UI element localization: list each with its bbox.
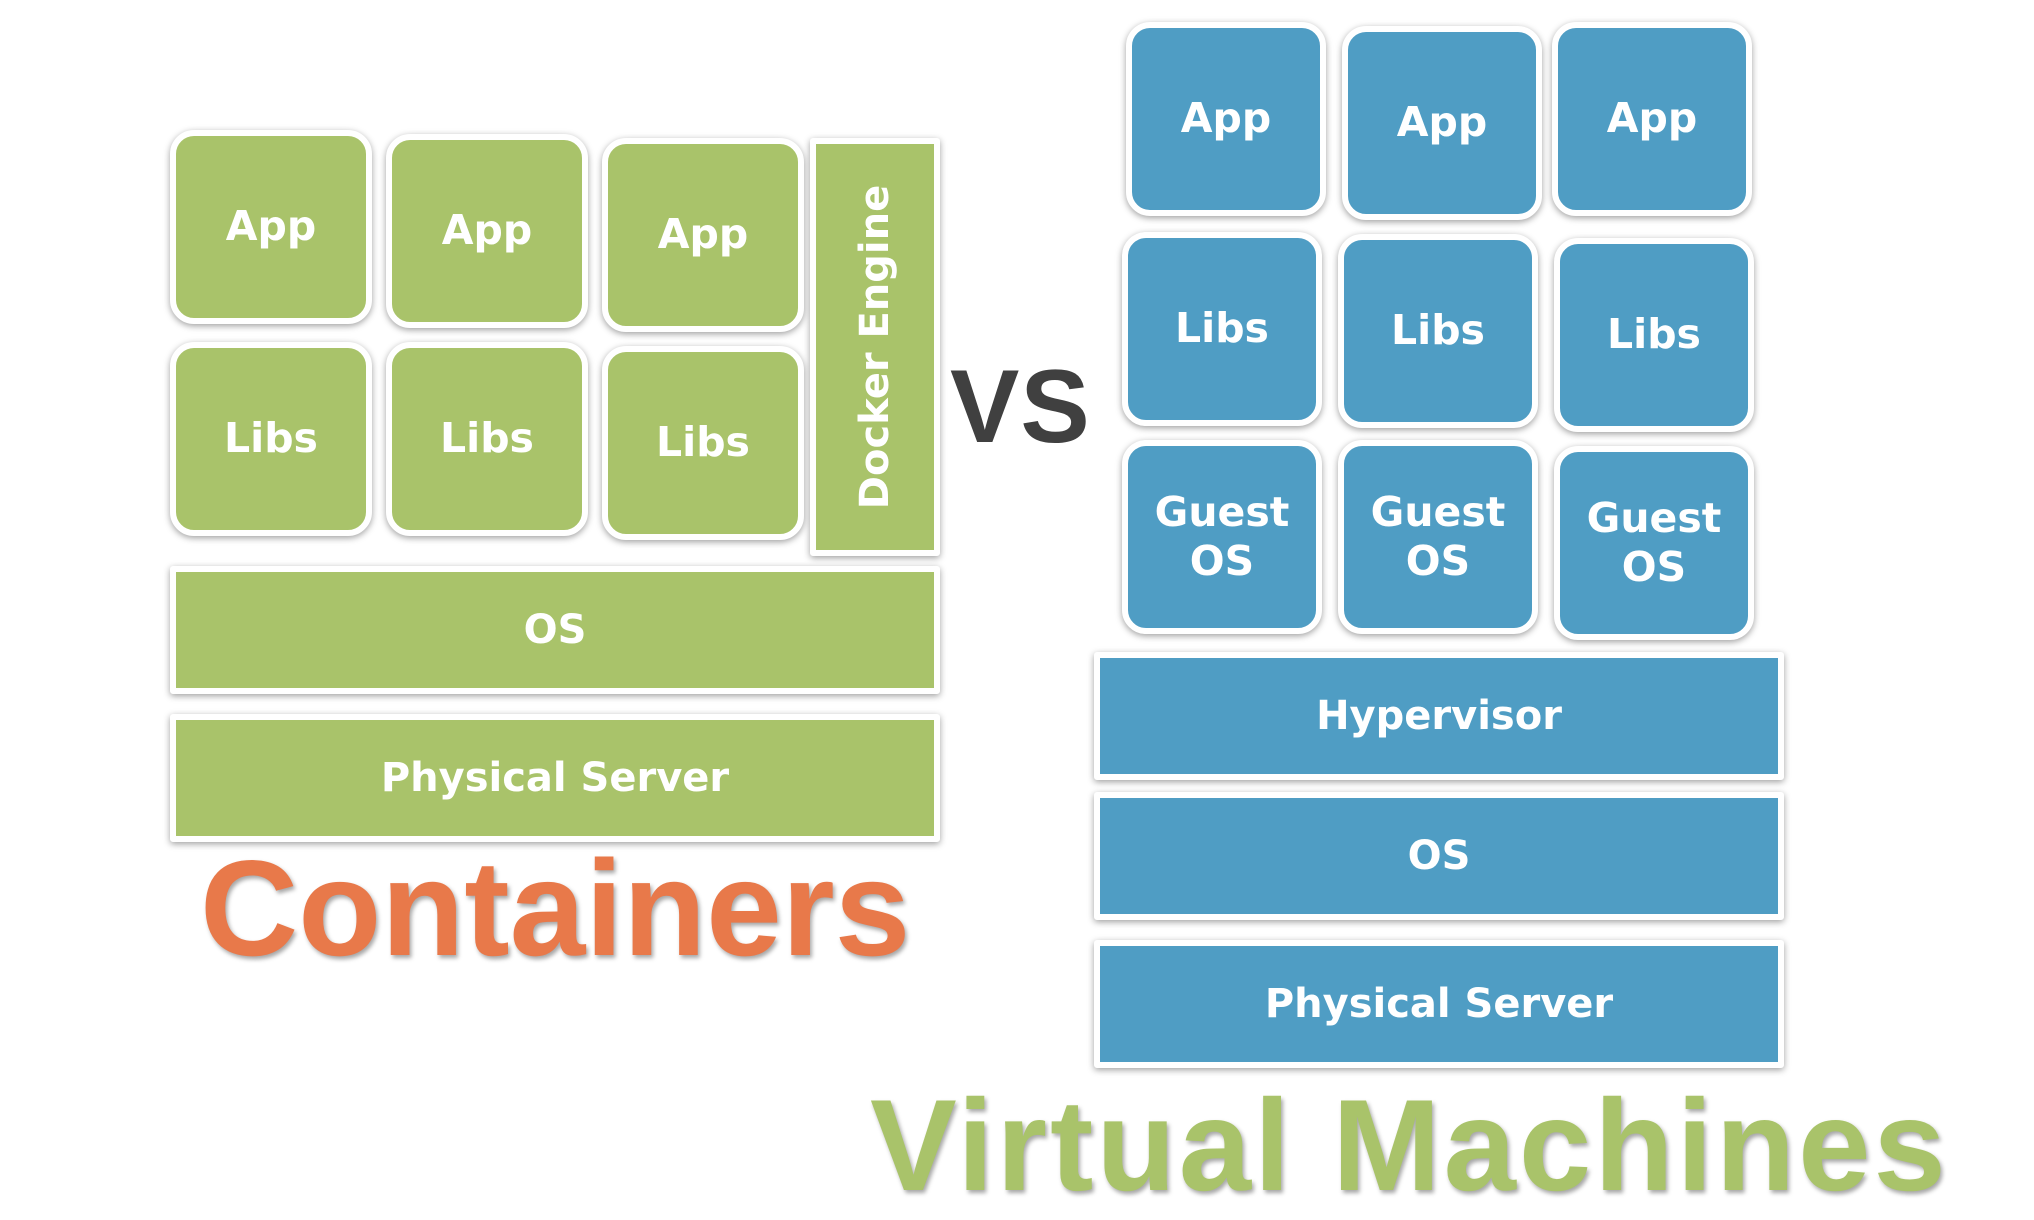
vm-app-3: App: [1552, 22, 1752, 216]
vm-hypervisor-bar: Hypervisor: [1094, 652, 1784, 780]
vs-label: VS: [950, 349, 1091, 465]
vm-app-1: App: [1126, 22, 1326, 216]
vm-libs-1: Libs: [1122, 232, 1322, 426]
docker-engine-bar: Docker Engine: [810, 138, 940, 556]
containers-physical-server-bar: Physical Server: [170, 714, 940, 842]
vm-os-bar: OS: [1094, 792, 1784, 920]
containers-libs-3: Libs: [602, 346, 804, 540]
containers-app-2: App: [386, 134, 588, 328]
docker-engine-label: Docker Engine: [852, 184, 898, 510]
containers-title: Containers: [200, 832, 911, 984]
containers-libs-1: Libs: [170, 342, 372, 536]
vm-libs-2: Libs: [1338, 234, 1538, 428]
vm-guest-os-2: Guest OS: [1338, 440, 1538, 634]
containers-os-bar: OS: [170, 566, 940, 694]
containers-app-3: App: [602, 138, 804, 332]
vm-app-2: App: [1342, 26, 1542, 220]
vm-guest-os-3: Guest OS: [1554, 446, 1754, 640]
vm-physical-server-bar: Physical Server: [1094, 940, 1784, 1068]
vm-guest-os-1: Guest OS: [1122, 440, 1322, 634]
vm-libs-3: Libs: [1554, 238, 1754, 432]
containers-app-1: App: [170, 130, 372, 324]
containers-libs-2: Libs: [386, 342, 588, 536]
virtual-machines-title: Virtual Machines: [870, 1072, 1949, 1218]
